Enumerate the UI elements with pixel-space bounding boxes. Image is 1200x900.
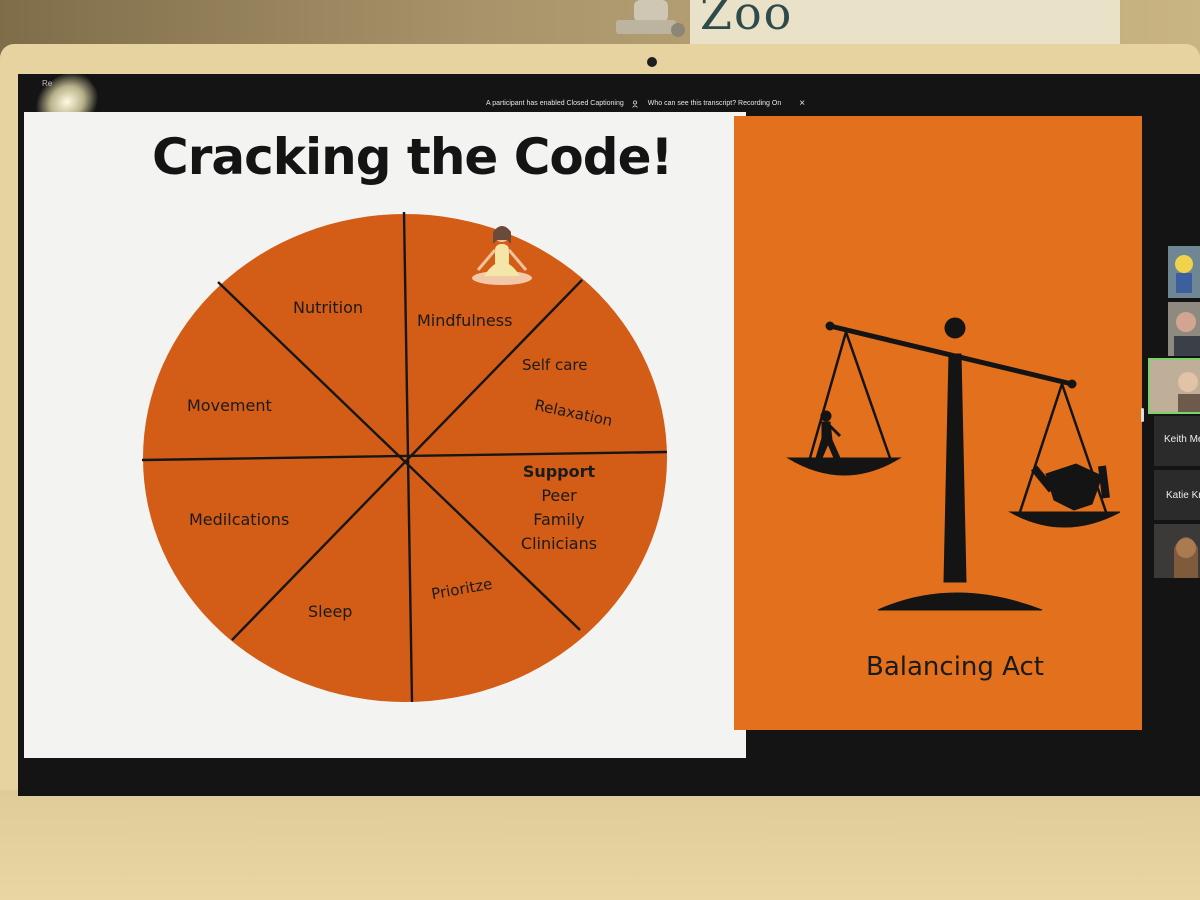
support-item: Family bbox=[533, 510, 585, 529]
segment-movement: Movement bbox=[187, 396, 272, 415]
support-item: Peer bbox=[541, 486, 577, 505]
segment-sleep: Sleep bbox=[308, 602, 353, 621]
participant-photo bbox=[1154, 524, 1200, 578]
participant-tile-video[interactable] bbox=[1154, 524, 1200, 578]
support-item: Clinicians bbox=[520, 534, 598, 553]
participant-name: Keith Me bbox=[1164, 434, 1200, 445]
support-heading: Support bbox=[522, 462, 596, 481]
slide-right-panel bbox=[734, 116, 1142, 730]
whiteboard-scrawl: Zoo bbox=[700, 0, 794, 40]
transcript-link[interactable]: Who can see this transcript? Recording O… bbox=[647, 100, 782, 107]
participant-tile-video[interactable] bbox=[1168, 246, 1200, 298]
close-icon[interactable]: × bbox=[799, 98, 806, 109]
webcam-dot bbox=[647, 57, 657, 67]
monitor-chin bbox=[0, 790, 1200, 900]
people-icon bbox=[632, 100, 638, 108]
notice-text: A participant has enabled Closed Caption… bbox=[486, 100, 624, 107]
segment-self-care: Self care bbox=[522, 356, 588, 374]
participant-tile-active-speaker[interactable] bbox=[1148, 358, 1200, 414]
participant-tile-video[interactable] bbox=[1168, 302, 1200, 356]
whiteboard bbox=[690, 0, 1120, 52]
balancing-act-caption: Balancing Act bbox=[866, 652, 1044, 682]
segment-nutrition: Nutrition bbox=[293, 298, 364, 317]
participant-tile-name[interactable] bbox=[1154, 416, 1200, 466]
participant-name: Katie Kr bbox=[1166, 490, 1200, 501]
segment-support: Support Peer Family Clinicians bbox=[512, 460, 606, 556]
wellness-wheel bbox=[141, 211, 668, 703]
participant-photo bbox=[1168, 302, 1200, 356]
slide-title: Cracking the Code! bbox=[152, 128, 673, 186]
segment-medications: Medilcations bbox=[189, 510, 290, 529]
participant-tile-name[interactable] bbox=[1154, 470, 1200, 520]
captioning-notice: A participant has enabled Closed Caption… bbox=[486, 96, 816, 112]
participant-photo bbox=[1150, 360, 1200, 412]
ceiling-camera bbox=[616, 0, 685, 37]
scrollbar-handle[interactable] bbox=[1141, 408, 1144, 422]
balance-scale-icon bbox=[786, 317, 1121, 611]
meditation-icon bbox=[472, 226, 532, 285]
segment-mindfulness: Mindfulness bbox=[417, 311, 513, 330]
participant-photo bbox=[1168, 246, 1200, 298]
